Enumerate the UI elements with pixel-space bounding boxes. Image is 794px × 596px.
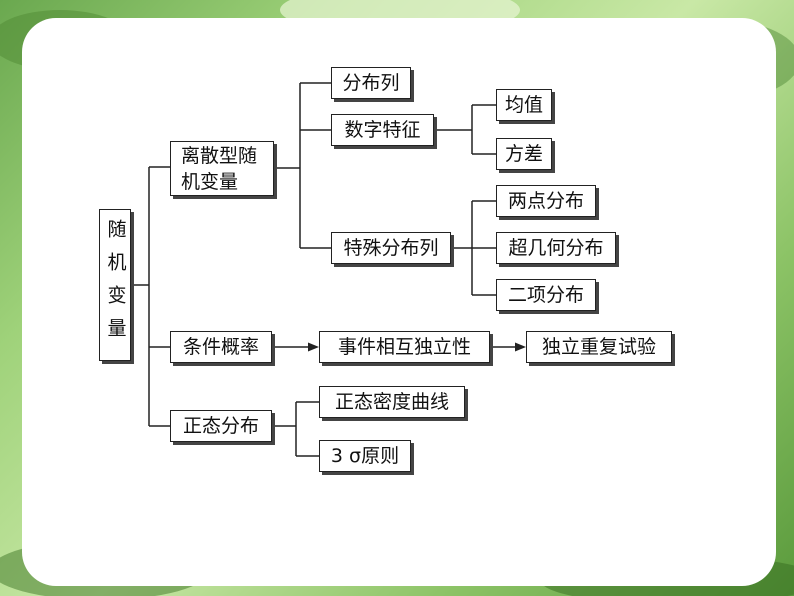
content-panel [22,18,776,586]
node-numeric-features: 数字特征 [331,114,434,146]
arrow-head-1 [308,342,319,352]
node-discrete-random-variable: 离散型随机变量 [170,141,274,196]
node-two-point-distribution: 两点分布 [496,185,596,217]
node-event-independence: 事件相互独立性 [319,331,490,363]
node-special-distributions: 特殊分布列 [331,232,451,264]
node-normal-density-curve: 正态密度曲线 [319,386,465,418]
node-variance: 方差 [496,138,552,170]
arrow-head-2 [515,342,526,352]
node-hypergeometric-distribution: 超几何分布 [496,232,616,264]
node-normal-distribution: 正态分布 [170,410,272,442]
node-binomial-distribution: 二项分布 [496,279,596,311]
node-mean: 均值 [496,89,552,121]
node-distribution-list: 分布列 [331,67,411,99]
node-random-variable: 随机变量 [99,209,131,361]
node-conditional-probability: 条件概率 [170,331,272,363]
node-independent-repeated-trials: 独立重复试验 [526,331,672,363]
node-three-sigma-rule: 3 σ原则 [319,440,411,472]
